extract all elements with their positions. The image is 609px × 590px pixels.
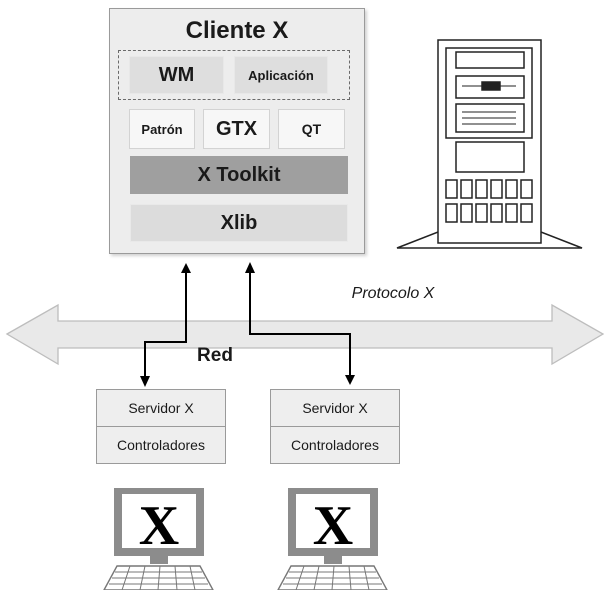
arrow-server1-to-client bbox=[144, 263, 191, 382]
svg-text:X: X bbox=[313, 495, 353, 557]
wm-app-group bbox=[118, 50, 350, 100]
x-toolkit-box: X Toolkit bbox=[130, 156, 348, 194]
drivers-box: Controladores bbox=[270, 427, 400, 464]
server-x-box: Servidor X bbox=[270, 389, 400, 427]
server-x-box: Servidor X bbox=[96, 389, 226, 427]
protocol-label: Protocolo X bbox=[351, 285, 435, 302]
client-title: Cliente X bbox=[185, 17, 289, 44]
drivers-box: Controladores bbox=[96, 427, 226, 464]
qt-box: QT bbox=[278, 109, 345, 149]
arrow-client-to-server2 bbox=[249, 267, 355, 385]
arrow-server2-to-client-head bbox=[245, 262, 255, 273]
xlib-box: Xlib bbox=[130, 204, 348, 242]
application-box: Aplicación bbox=[234, 56, 328, 94]
gtx-box: GTX bbox=[203, 109, 270, 149]
keyboard-icon bbox=[103, 565, 214, 590]
arrow-client-to-server1-head bbox=[140, 376, 150, 387]
tower-server-icon bbox=[396, 39, 583, 249]
x-monitor-icon: X bbox=[114, 488, 204, 564]
network-label: Red bbox=[197, 345, 233, 366]
keyboard-icon bbox=[277, 565, 388, 590]
x-monitor-icon: X bbox=[288, 488, 378, 564]
svg-text:X: X bbox=[139, 495, 179, 557]
wm-box: WM bbox=[129, 56, 224, 94]
patron-box: Patrón bbox=[129, 109, 195, 149]
